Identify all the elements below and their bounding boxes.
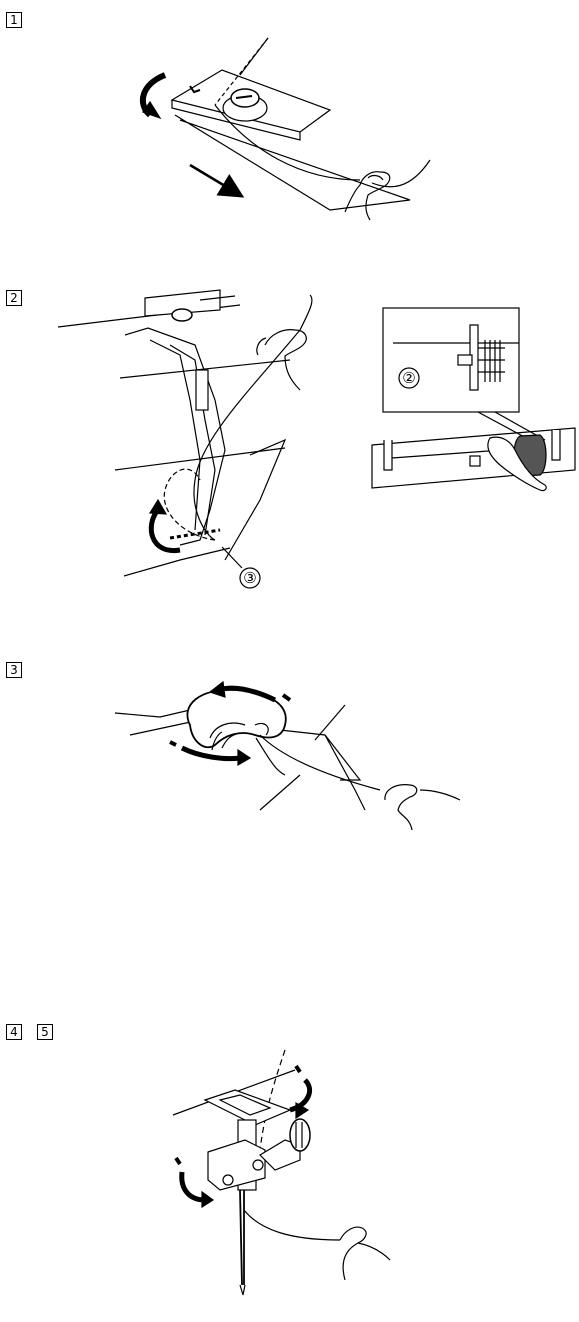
loop-arrow bbox=[151, 510, 180, 551]
take-up-lever bbox=[196, 370, 208, 410]
thread-arrowhead bbox=[202, 1192, 213, 1207]
step-4-5-needle-figure bbox=[173, 1050, 390, 1295]
thread-tail-step-3 bbox=[420, 790, 460, 800]
inset-spool-holder bbox=[458, 355, 472, 365]
thread-top-right bbox=[300, 295, 312, 330]
machine-arm-edge bbox=[325, 735, 365, 810]
machine-arm-line bbox=[280, 730, 360, 780]
hand-step-4 bbox=[340, 1227, 366, 1280]
fingernail-step-1 bbox=[368, 176, 383, 180]
spool-housing-right-post bbox=[552, 430, 560, 460]
callout-3-leader bbox=[222, 547, 242, 568]
thread-top bbox=[240, 38, 268, 75]
upper-arrow-dash bbox=[283, 695, 290, 700]
thread-through-needle bbox=[244, 1210, 340, 1240]
thread-loop-dashed bbox=[164, 469, 215, 540]
thread-tail bbox=[372, 160, 430, 187]
step-2-take-up-figure bbox=[58, 290, 312, 588]
hand-step-3 bbox=[385, 785, 417, 830]
thread-to-hand-step-3 bbox=[260, 735, 380, 790]
thumb-step-2 bbox=[257, 338, 266, 355]
machine-diag-line bbox=[260, 775, 300, 810]
machine-body-curve bbox=[225, 440, 285, 560]
needle-tip bbox=[240, 1285, 245, 1295]
step-1-thread-guide-figure bbox=[143, 38, 430, 220]
lower-rotate-arrowhead bbox=[238, 750, 250, 765]
clamp-knob bbox=[290, 1119, 310, 1151]
machine-top-left bbox=[115, 710, 190, 717]
guide-arrow-dash bbox=[296, 1066, 300, 1072]
thread-tail-step-4 bbox=[358, 1243, 390, 1260]
hand-step-2 bbox=[265, 330, 306, 390]
step-2-inset-figure bbox=[372, 308, 575, 491]
lower-arrow-dash bbox=[170, 742, 176, 745]
callout-2-label: ② bbox=[402, 369, 415, 387]
thread-arrow-dash bbox=[176, 1158, 180, 1164]
needle-shaft bbox=[240, 1190, 242, 1285]
machine-face bbox=[125, 328, 225, 545]
machine-top-right-line bbox=[315, 705, 345, 740]
step-3-tension-figure bbox=[115, 682, 460, 830]
pull-arrow bbox=[190, 165, 240, 195]
lower-rotate-arrow bbox=[182, 748, 240, 759]
callout-3-label: ③ bbox=[243, 569, 256, 587]
spool-housing-left-post bbox=[384, 440, 392, 470]
hand-step-1 bbox=[345, 172, 390, 220]
spool-clip bbox=[470, 456, 480, 466]
loop-arrowhead bbox=[150, 500, 166, 514]
upper-guide-screw bbox=[172, 309, 192, 321]
guide-screw-head bbox=[231, 89, 259, 107]
